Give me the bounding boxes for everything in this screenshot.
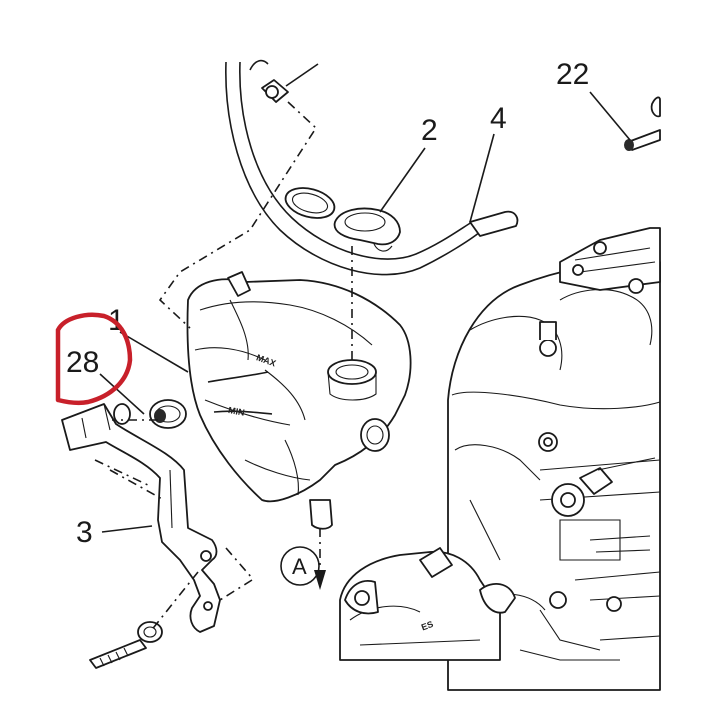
callout-4: 4	[490, 102, 507, 135]
callout-2: 2	[421, 114, 438, 147]
callout-3: 3	[76, 516, 93, 549]
screw-22	[624, 96, 661, 151]
coolant-reservoir: MAX MIN	[186, 271, 412, 530]
bracket-screw	[89, 621, 163, 669]
callout-22: 22	[556, 58, 589, 91]
view-a-circle	[280, 546, 320, 586]
callout-a: A	[292, 554, 307, 579]
leader-lines	[99, 91, 631, 533]
cap-assembly	[284, 187, 401, 252]
hose-assembly	[225, 59, 519, 319]
min-marking: MIN	[227, 405, 245, 418]
grommet	[113, 399, 187, 429]
assembly-guides	[94, 101, 353, 633]
flow-arrow-icon	[314, 570, 326, 590]
callout-labels: 22 2 4 1 28 3 A	[66, 58, 589, 586]
callout-28: 28	[66, 346, 99, 379]
engine-block: ES	[339, 227, 661, 691]
mounting-bracket	[61, 403, 221, 633]
svg-text:ES: ES	[420, 619, 435, 633]
highlight-circle	[55, 312, 133, 406]
